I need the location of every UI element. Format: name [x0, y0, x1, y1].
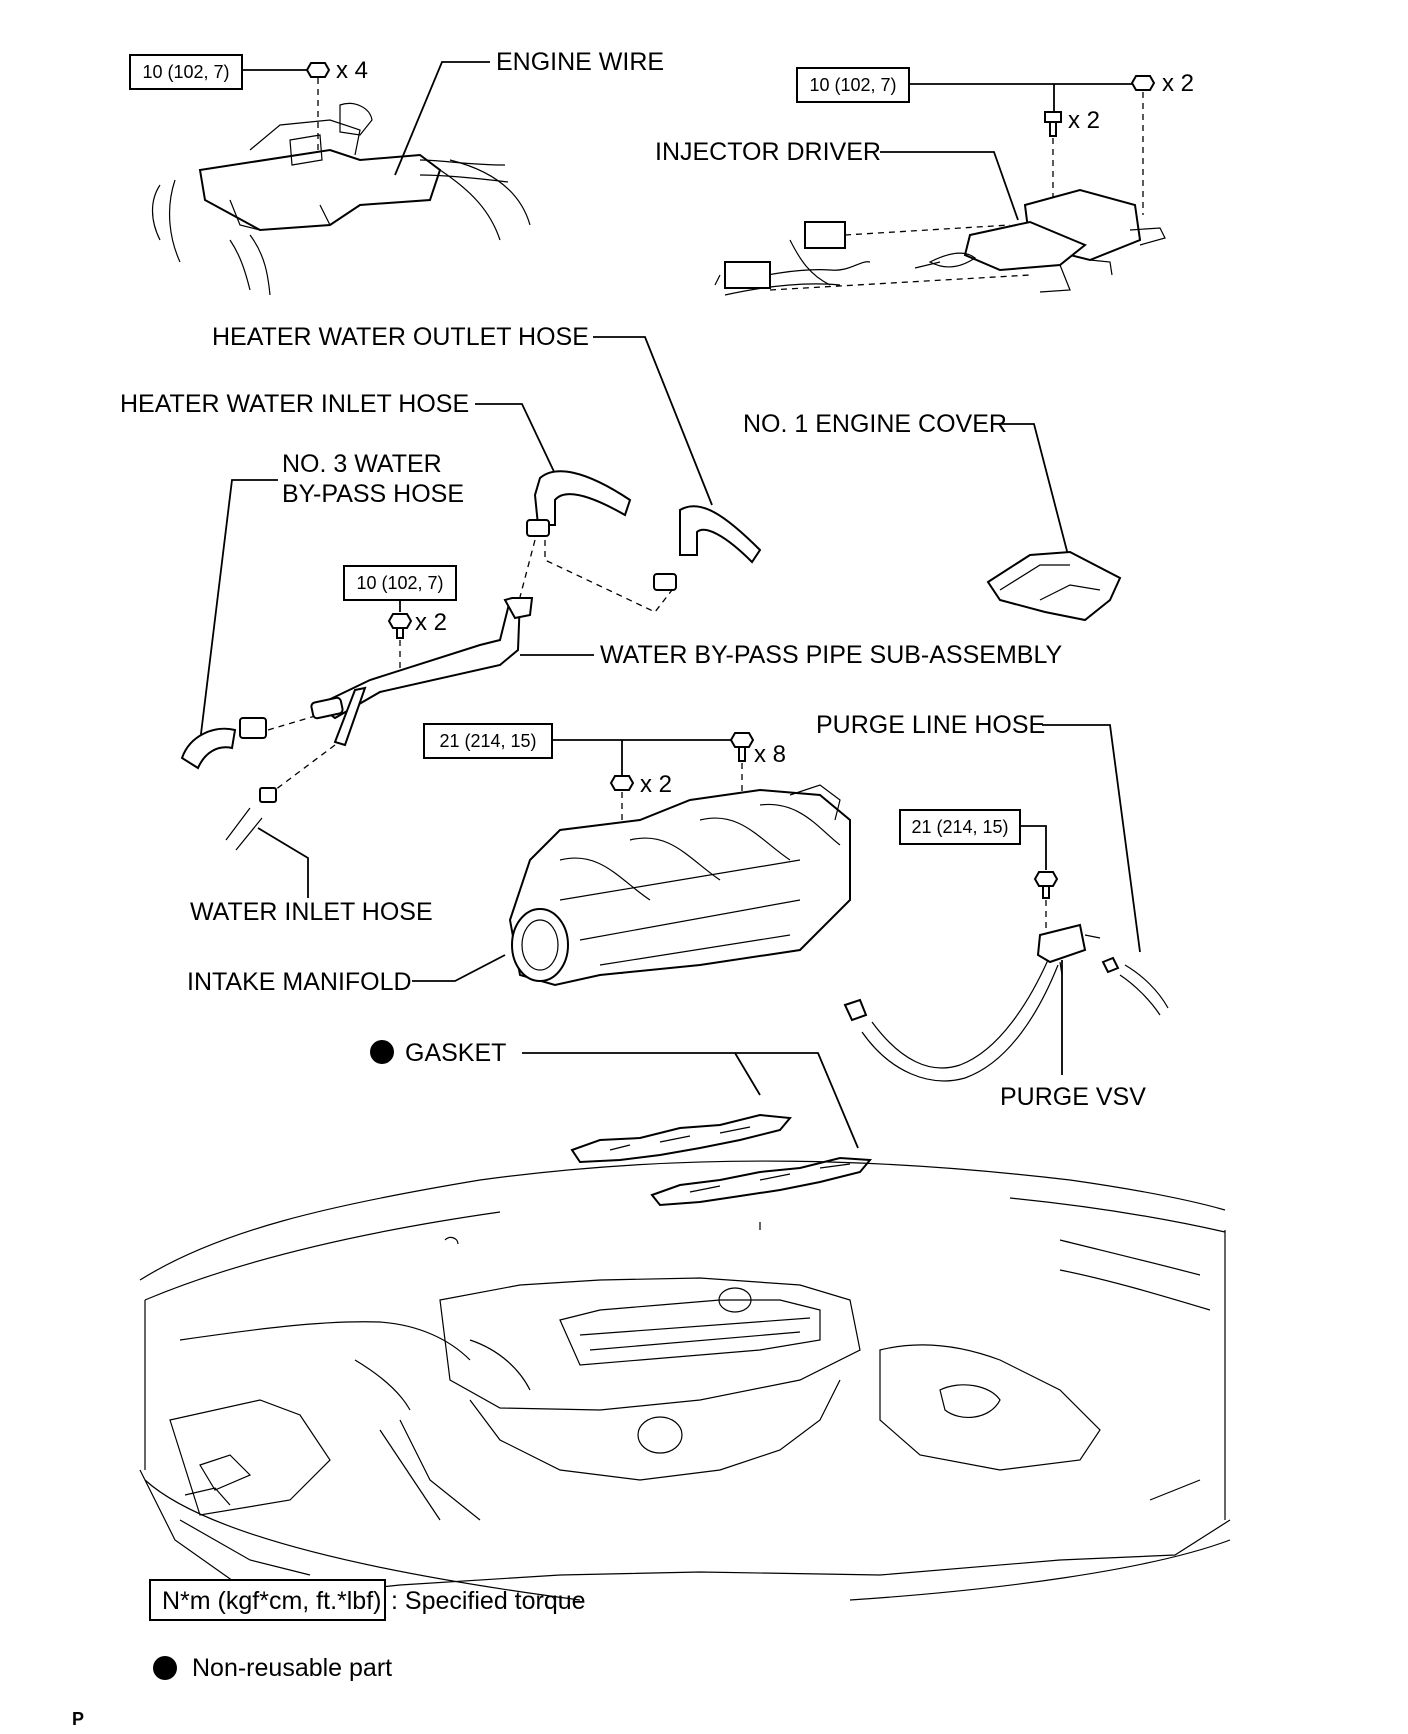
engine-wire-nut-qty: x 4 [336, 57, 368, 84]
injector-nut-icon [1130, 75, 1156, 91]
no3-water-label-line2: BY-PASS HOSE [282, 480, 464, 508]
heater-water-inlet-hose [533, 470, 632, 526]
heater-outlet-clamp-icon [653, 573, 677, 591]
purge-vsv-torque-box [899, 809, 1021, 845]
purge-vsv-illustration [1036, 923, 1101, 976]
water-inlet-hose [225, 807, 263, 851]
injector-bolt-icon [1044, 111, 1062, 137]
gasket-label: GASKET [405, 1039, 506, 1067]
no3-hose-clamp-icon [239, 717, 267, 739]
manifold-nut-icon [609, 775, 635, 791]
engine-wire-illustration [151, 102, 531, 296]
injector-driver-label: INJECTOR DRIVER [655, 138, 881, 166]
heater-water-outlet-hose [679, 505, 762, 564]
torque-legend-text: : Specified torque [391, 1587, 586, 1615]
water-inlet-clamp-icon [259, 787, 277, 803]
bypass-bolt-qty: x 2 [415, 609, 447, 636]
no1-engine-cover-label: NO. 1 ENGINE COVER [743, 410, 1007, 438]
water-bypass-pipe-illustration [310, 596, 534, 747]
water-inlet-hose-label: WATER INLET HOSE [190, 898, 433, 926]
intake-manifold-torque-box [423, 723, 553, 759]
heater-inlet-clamp-icon [526, 519, 550, 537]
no1-engine-cover-illustration [986, 550, 1122, 622]
engine-wire-torque-box [129, 54, 243, 90]
gasket-nonreusable-icon [370, 1040, 394, 1064]
heater-water-outlet-hose-label: HEATER WATER OUTLET HOSE [212, 323, 589, 351]
manifold-nut-qty: x 2 [640, 771, 672, 798]
torque-legend-unit: N*m (kgf*cm, ft.*lbf) [162, 1587, 381, 1615]
injector-bolt-qty: x 2 [1068, 107, 1100, 134]
purge-vsv-label: PURGE VSV [1000, 1083, 1146, 1111]
purge-line-hose-label: PURGE LINE HOSE [816, 711, 1045, 739]
purge-vsv-torque: 21 (214, 15) [911, 817, 1008, 837]
manifold-bolt-qty: x 8 [754, 741, 786, 768]
engine-wire-nut-icon [305, 62, 331, 78]
purge-vsv-bolt-icon [1033, 871, 1059, 899]
intake-manifold-label: INTAKE MANIFOLD [187, 968, 412, 996]
corner-mark: P [72, 1709, 84, 1729]
gasket-illustration [570, 1113, 873, 1207]
no3-water-bypass-hose [180, 727, 237, 770]
manifold-bolt-icon [729, 732, 755, 762]
engine-bay-illustration [139, 1160, 1231, 1601]
injector-nut-qty: x 2 [1162, 70, 1194, 97]
no3-water-label-line1: NO. 3 WATER [282, 450, 442, 478]
intake-manifold-torque: 21 (214, 15) [439, 731, 536, 751]
injector-driver-illustration [714, 188, 1166, 296]
bypass-pipe-torque-box [343, 565, 457, 601]
heater-water-inlet-hose-label: HEATER WATER INLET HOSE [120, 390, 469, 418]
bypass-pipe-torque: 10 (102, 7) [356, 573, 443, 593]
engine-wire-torque: 10 (102, 7) [142, 62, 229, 82]
torque-legend-box [149, 1579, 386, 1621]
nonreusable-legend-text: Non-reusable part [192, 1654, 392, 1682]
bypass-bolt-icon [387, 613, 413, 639]
engine-wire-label: ENGINE WIRE [496, 48, 664, 76]
injector-driver-torque-box [796, 67, 910, 103]
nonreusable-legend-icon [153, 1656, 177, 1680]
purge-vsv-hose [843, 959, 1059, 1082]
water-bypass-pipe-label: WATER BY-PASS PIPE SUB-ASSEMBLY [600, 641, 1062, 669]
purge-line-hose [1101, 956, 1169, 1016]
injector-driver-torque: 10 (102, 7) [809, 75, 896, 95]
intake-manifold-illustration [508, 784, 851, 987]
